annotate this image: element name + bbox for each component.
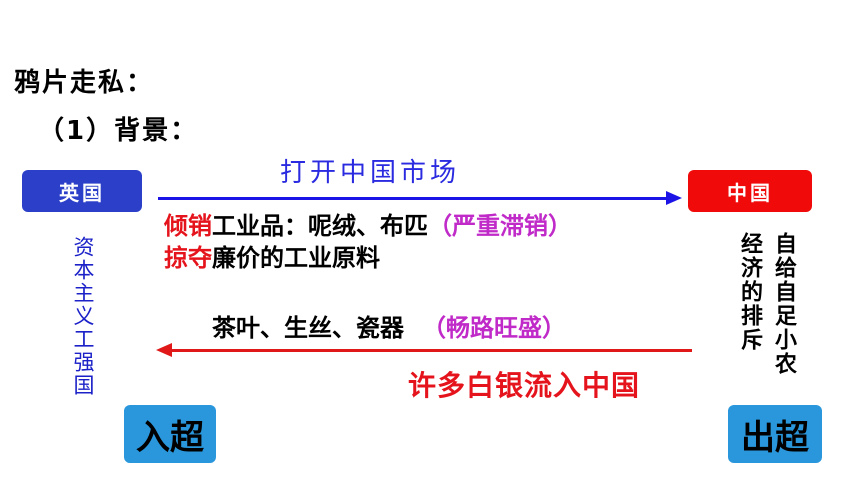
heading: 鸦片走私： — [14, 68, 155, 98]
import-line: 茶叶、生丝、瓷器 （畅路旺盛） — [212, 308, 566, 343]
import-line-body: 茶叶、生丝、瓷器 — [212, 314, 404, 342]
trade-surplus-badge: 出超 — [728, 405, 822, 463]
britain-box: 英国 — [22, 170, 142, 212]
trade-surplus-label: 出超 — [741, 417, 809, 458]
export-line-1-note: （严重滞销） — [428, 212, 572, 240]
export-arrow-head-icon — [666, 191, 682, 205]
export-line-2-lead: 掠夺 — [164, 244, 212, 272]
capitalist-power-text: 资本主义工强国 — [71, 236, 95, 397]
export-line-1-body: 工业品：呢绒、布匹 — [212, 212, 428, 240]
export-line-2: 掠夺廉价的工业原料 — [164, 238, 380, 273]
silver-flow-text: 许多白银流入中国 — [408, 369, 641, 402]
britain-label: 英国 — [59, 180, 105, 205]
export-line-1-lead: 倾销 — [164, 212, 212, 240]
trade-deficit-label: 入超 — [136, 417, 204, 458]
china-label: 中国 — [727, 180, 773, 205]
self-sufficient-text: 自给自足小农 — [771, 232, 796, 376]
import-line-note: （畅路旺盛） — [422, 314, 566, 342]
export-line-2-body: 廉价的工业原料 — [212, 244, 380, 272]
export-line-1: 倾销工业品：呢绒、布匹（严重滞销） — [164, 206, 572, 241]
import-arrow-shaft — [172, 349, 692, 352]
top-arrow-label: 打开中国市场 — [280, 158, 461, 188]
export-arrow-shaft — [158, 197, 668, 200]
trade-deficit-badge: 入超 — [124, 405, 216, 463]
import-arrow-head-icon — [156, 343, 172, 357]
economy-rejection-text: 经济的排斥 — [737, 232, 762, 352]
china-box: 中国 — [688, 170, 812, 212]
subheading: （1）背景： — [38, 116, 199, 146]
